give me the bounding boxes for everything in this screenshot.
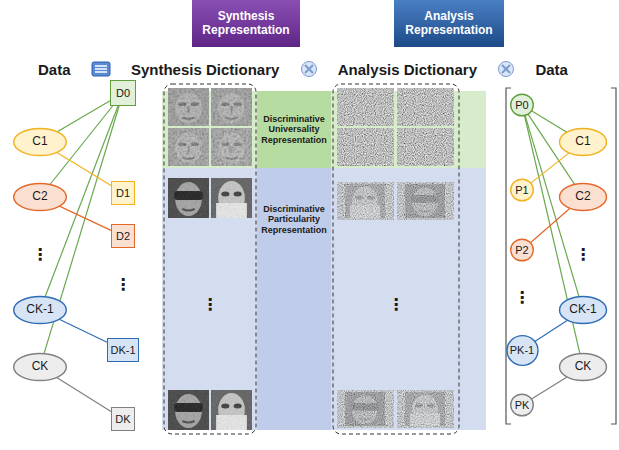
particularity-band: Discriminative Particularity Representat… bbox=[257, 168, 331, 430]
node-text: C2 bbox=[32, 190, 47, 204]
connector bbox=[57, 152, 111, 185]
universality-band: Discriminative Universality Representati… bbox=[257, 91, 331, 168]
analysis-header: Analysis Representation bbox=[394, 0, 504, 47]
node-text: CK bbox=[575, 360, 592, 374]
analysis-dictionary-circle: P2 bbox=[510, 238, 534, 262]
node-text: C2 bbox=[575, 190, 590, 204]
connector bbox=[532, 111, 567, 132]
ellipsis-mark: ⋮ bbox=[512, 289, 532, 307]
equation-term: Analysis Dictionary bbox=[338, 61, 477, 78]
node-text: CK bbox=[32, 360, 49, 374]
node-text: C1 bbox=[575, 135, 590, 149]
synthesis-dictionary-box: DK bbox=[111, 407, 135, 431]
class-ellipse: CK-1 bbox=[12, 295, 68, 325]
ellipsis-mark: ⋮ bbox=[30, 246, 50, 264]
node-text: D1 bbox=[116, 187, 130, 200]
synthesis-header: Synthesis Representation bbox=[192, 0, 300, 47]
node-text: CK-1 bbox=[26, 303, 53, 317]
equation-term: Synthesis Dictionary bbox=[131, 61, 279, 78]
ellipsis-mark: ⋮ bbox=[113, 276, 133, 294]
node-text: C1 bbox=[32, 135, 47, 149]
node-text: CK-1 bbox=[569, 303, 596, 317]
synthesis-dictionary-box: DK-1 bbox=[107, 338, 139, 362]
analysis-dictionary-circle: P1 bbox=[510, 178, 534, 202]
node-text: D2 bbox=[116, 230, 130, 243]
node-text: P0 bbox=[515, 99, 528, 112]
synthesis-dictionary-box: D2 bbox=[111, 224, 135, 248]
connector bbox=[57, 101, 110, 132]
node-text: D0 bbox=[116, 87, 130, 100]
class-ellipse: C1 bbox=[12, 127, 68, 157]
analysis-dictionary-circle: P0 bbox=[510, 93, 534, 117]
node-text: PK bbox=[515, 399, 530, 412]
ellipsis-mark: ⋮ bbox=[573, 246, 593, 264]
connector bbox=[531, 153, 569, 183]
node-text: P1 bbox=[515, 184, 528, 197]
connector bbox=[59, 206, 111, 230]
ellipsis-mark: ⋮ bbox=[386, 296, 406, 314]
analysis-dictionary-circle: PK-1 bbox=[506, 334, 539, 367]
equation-term: Data bbox=[535, 61, 568, 78]
synthesis-dictionary-box: D0 bbox=[110, 80, 136, 106]
connector bbox=[57, 377, 111, 411]
node-text: Analysis Representation bbox=[400, 10, 498, 38]
connector bbox=[532, 377, 568, 399]
node-text: DK bbox=[115, 413, 130, 426]
equals-icon bbox=[91, 61, 111, 77]
class-ellipse: C2 bbox=[12, 182, 68, 212]
equation-row: Data Synthesis Dictionary Analysis Dicti… bbox=[38, 58, 568, 80]
node-text: Discriminative Universality Representati… bbox=[261, 114, 327, 145]
product-icon bbox=[300, 60, 318, 78]
ellipsis-mark: ⋮ bbox=[200, 296, 220, 314]
product-icon bbox=[497, 60, 515, 78]
node-text: DK-1 bbox=[110, 344, 135, 357]
node-text: Synthesis Representation bbox=[198, 10, 294, 38]
class-ellipse: CK bbox=[558, 352, 608, 382]
analysis-dictionary-circle: PK bbox=[510, 393, 534, 417]
connector bbox=[535, 320, 568, 341]
node-text: Discriminative Particularity Representat… bbox=[261, 204, 327, 235]
equation-term: Data bbox=[38, 61, 71, 78]
class-ellipse: CK-1 bbox=[558, 295, 608, 325]
class-ellipse: C1 bbox=[558, 127, 608, 157]
class-ellipse: CK bbox=[12, 352, 68, 382]
node-text: P2 bbox=[515, 244, 528, 257]
synthesis-dictionary-box: D1 bbox=[111, 181, 135, 205]
connector bbox=[530, 208, 570, 242]
node-text: PK-1 bbox=[510, 344, 534, 357]
connector bbox=[59, 319, 107, 342]
class-ellipse: C2 bbox=[558, 182, 608, 212]
